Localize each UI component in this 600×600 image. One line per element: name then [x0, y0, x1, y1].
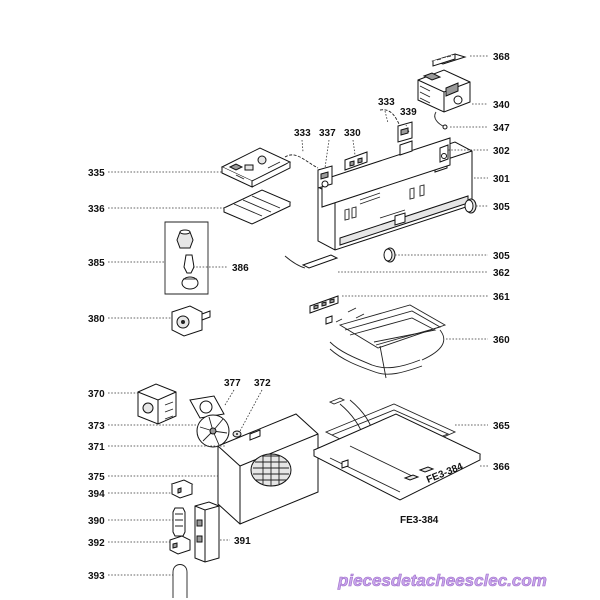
- part-label-370: 370: [88, 389, 105, 400]
- nut-372: [232, 430, 242, 438]
- part-label-333: 333: [294, 128, 311, 139]
- part-label-305-lower: 305: [493, 251, 510, 262]
- watermark: piecesdetacheesclec.com: [337, 571, 547, 590]
- module-391: [194, 501, 220, 563]
- fan-plate-377: [189, 395, 225, 419]
- switch-339: [397, 121, 413, 143]
- part-label-362: 362: [493, 268, 510, 279]
- part-label-301: 301: [493, 174, 510, 185]
- panel-back-330: [321, 137, 451, 208]
- bracket-385: [164, 221, 209, 295]
- lamp-holder-392: [169, 535, 191, 555]
- part-label-366: 366: [493, 462, 510, 473]
- cable-393: [172, 564, 188, 598]
- wiring-333: [284, 109, 401, 169]
- connector-368: [431, 53, 467, 67]
- part-label-392: 392: [88, 538, 105, 549]
- fan-blade-373: [196, 414, 230, 448]
- part-label-385: 385: [88, 258, 105, 269]
- part-label-360: 360: [493, 335, 510, 346]
- programmer-module-340: [417, 69, 471, 113]
- part-label-373: 373: [88, 421, 105, 432]
- knob-305: [383, 198, 477, 263]
- part-label-377: 377: [224, 378, 241, 389]
- part-label-347: 347: [493, 123, 510, 134]
- part-label-339: 339: [400, 107, 417, 118]
- part-label-380: 380: [88, 314, 105, 325]
- probe-362: [284, 254, 339, 269]
- part-label-375: 375: [88, 472, 105, 483]
- part-label-340: 340: [493, 100, 510, 111]
- part-label-390: 390: [88, 516, 105, 527]
- motor-380: [171, 305, 211, 337]
- part-label-302: 302: [493, 146, 510, 157]
- part-label-305: 305: [493, 202, 510, 213]
- part-label-365: 365: [493, 421, 510, 432]
- part-label-330: 330: [344, 128, 361, 139]
- electronic-board-335: [220, 147, 292, 188]
- part-label-336: 336: [88, 204, 105, 215]
- grill-element-360: [329, 304, 447, 379]
- part-label-371: 371: [88, 442, 105, 453]
- part-labels: 368 340 333 339 347 333 337 330 302 335 …: [88, 52, 510, 582]
- part-label-361: 361: [493, 292, 510, 303]
- fan-cover-375: [217, 413, 319, 525]
- wire-347: [434, 111, 448, 130]
- switch-337: [317, 165, 333, 189]
- diagram-reference: FE3-384: [400, 515, 439, 526]
- part-label-386: 386: [232, 263, 249, 274]
- thermal-fuse-386: [176, 229, 199, 290]
- base-plate-366: [312, 413, 482, 501]
- part-label-393: 393: [88, 571, 105, 582]
- fan-cover-grille: [250, 453, 292, 487]
- terminal-394: [170, 479, 194, 499]
- part-label-337: 337: [319, 128, 336, 139]
- part-label-372: 372: [254, 378, 271, 389]
- part-label-391: 391: [234, 536, 251, 547]
- part-label-335: 335: [88, 168, 105, 179]
- terminal-block-361: [309, 295, 339, 325]
- switch-390: [172, 507, 186, 537]
- thermostat-302: [439, 144, 449, 163]
- fan-motor-370: [137, 383, 177, 425]
- part-label-333-top: 333: [378, 97, 395, 108]
- leader-lines: [108, 55, 488, 576]
- part-label-394: 394: [88, 489, 105, 500]
- support-tray-336: [222, 189, 292, 225]
- part-label-368: 368: [493, 52, 510, 63]
